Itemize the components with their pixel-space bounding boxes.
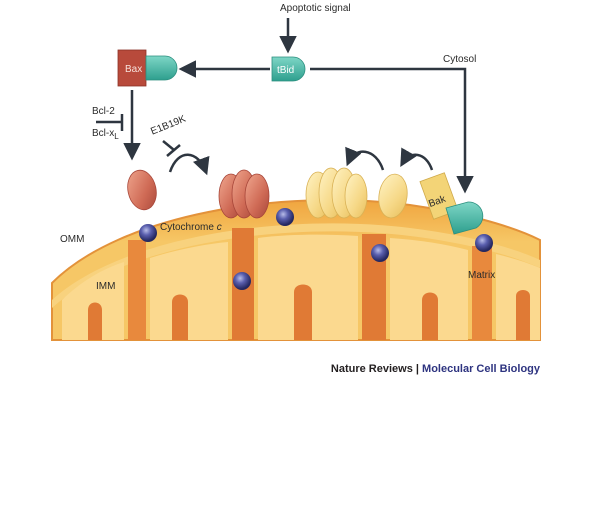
mitochondrion [51, 199, 541, 341]
cytochrome-c-label: Cytochrome c [160, 222, 222, 233]
tbid-to-bak-arrow [310, 67, 474, 194]
credit-section: Molecular Cell Biology [422, 363, 540, 375]
cytochrome-c-molecules [139, 208, 493, 290]
cytochrome-c-sphere [276, 208, 294, 226]
bax-label: Bax [125, 64, 142, 75]
cytochrome-c-sphere [371, 244, 389, 262]
credit-journal: Nature Reviews [330, 363, 413, 375]
bak-tbid-complex [419, 172, 484, 235]
bax-oligomerization-arrow [168, 153, 210, 176]
cytochrome-c-sphere [139, 224, 157, 242]
cytochrome-c-sphere [233, 272, 251, 290]
cytochrome-c-sphere [475, 234, 493, 252]
bax-protein [117, 49, 178, 87]
bclxl-label: Bcl-xL [92, 128, 119, 141]
e1b19k-inhibition-tbar [166, 144, 181, 157]
e1b19k-label: E1B19K [149, 113, 187, 137]
bak-monomer [378, 173, 408, 219]
bax-monomer [127, 169, 157, 211]
credit-separator: | [412, 363, 423, 375]
figure-credit: Nature Reviews | Molecular Cell Biology [0, 363, 540, 375]
bcl2-label: Bcl-2 [92, 106, 115, 117]
bak-pore [305, 167, 368, 219]
bax-pore [218, 169, 270, 219]
imm-label: IMM [96, 281, 115, 292]
bak-oligomerization-arrow-1 [345, 146, 385, 171]
matrix-label: Matrix [468, 270, 495, 281]
cytosol-label: Cytosol [443, 54, 476, 65]
tbid-label: tBid [277, 65, 294, 76]
apoptotic-signal-label: Apoptotic signal [280, 3, 351, 14]
cristae [52, 223, 540, 340]
omm-label: OMM [60, 234, 84, 245]
e1b19k-inhibition-line [162, 140, 175, 151]
pathway-arrows [96, 18, 474, 194]
tbid-protein [271, 56, 306, 82]
bak-oligomerization-arrow-2 [400, 147, 434, 171]
